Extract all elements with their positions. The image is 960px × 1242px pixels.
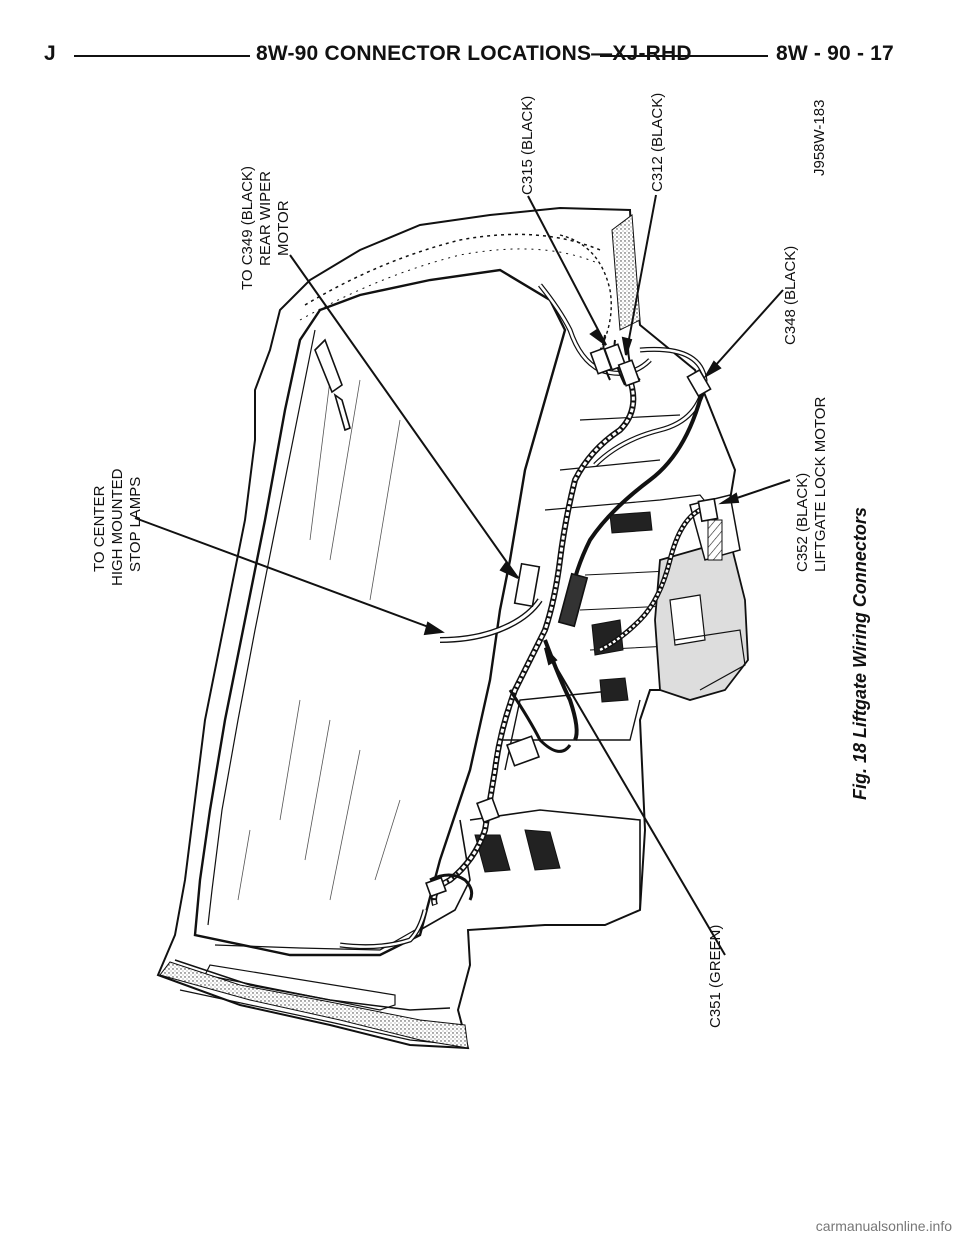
label-center-stop-lamps-line3: STOP LAMPS (127, 476, 144, 572)
lock-motor-module (654, 494, 749, 701)
wiper-pivot (314, 338, 351, 432)
label-c348: C348 (BLACK) (782, 245, 799, 345)
label-image-code: J958W-183 (811, 99, 828, 176)
footer-watermark: carmanualsonline.info (815, 1218, 952, 1234)
header-rule-left (74, 55, 250, 57)
label-rear-wiper-line2: REAR WIPER (257, 170, 274, 266)
wiring-harness (339, 283, 708, 950)
label-c352-line1: C352 (BLACK) (794, 472, 811, 572)
page-header: J 8W-90 CONNECTOR LOCATIONS—XJ-RHD 8W - … (44, 38, 920, 74)
label-c351: C351 (GREEN) (707, 924, 724, 1028)
interior-brackets (474, 511, 653, 873)
page-title: 8W-90 CONNECTOR LOCATIONS—XJ-RHD (256, 42, 692, 65)
header-rule-right (600, 55, 768, 57)
figure-caption: Fig. 18 Liftgate Wiring Connectors (850, 507, 870, 800)
liftgate-body (156, 206, 737, 1050)
label-rear-wiper-line1: TO C349 (BLACK) (239, 166, 256, 290)
section-letter: J (44, 42, 56, 65)
label-rear-wiper-line3: MOTOR (275, 200, 292, 256)
bottom-trim-strip (159, 961, 469, 1049)
label-c315: C315 (BLACK) (519, 95, 536, 195)
label-center-stop-lamps-line1: TO CENTER (91, 485, 108, 572)
label-c352-line2: LIFTGATE LOCK MOTOR (812, 396, 829, 572)
leader-lines (134, 194, 791, 956)
connector-bodies (425, 343, 719, 898)
top-trim-strip (611, 214, 641, 331)
label-center-stop-lamps-line2: HIGH MOUNTED (109, 468, 126, 587)
label-c312: C312 (BLACK) (649, 92, 666, 192)
side-seal (559, 234, 612, 351)
weather-seal (304, 233, 601, 306)
page-number: 8W - 90 - 17 (776, 42, 894, 65)
